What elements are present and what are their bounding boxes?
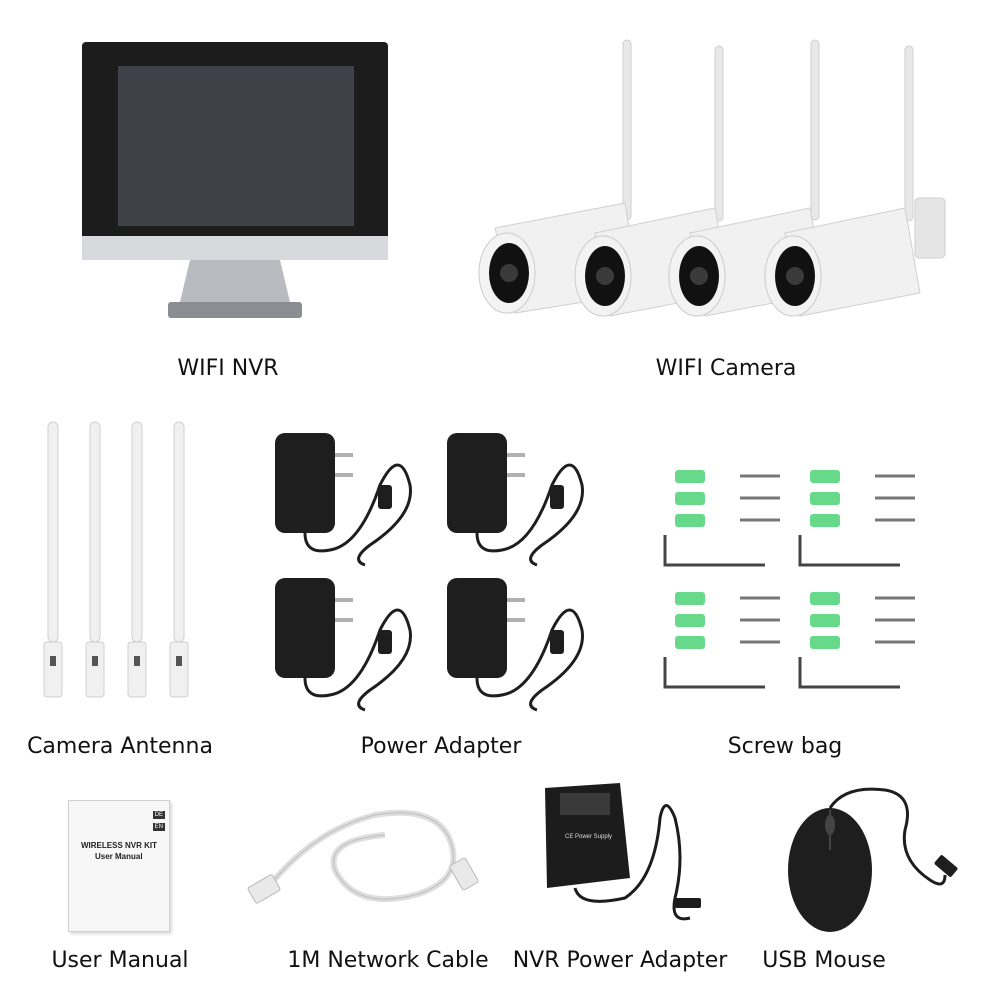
label-wifi-camera: WIFI Camera [655,356,797,381]
manual-lang-tab-de: DE [152,811,165,819]
label-network-cable: 1M Network Cable [287,948,489,973]
screw-set [663,470,780,567]
user-manual-image: DE EN WIRELESS NVR KIT User Manual [68,800,170,932]
label-usb-mouse: USB Mouse [762,948,886,973]
power-adapter-image [275,433,584,712]
manual-title-line1: WIRELESS NVR KIT [81,841,158,850]
screw-bag-image [663,470,915,689]
label-camera-antenna: Camera Antenna [27,734,213,759]
nvr-power-adapter-image: CE Power Supply [545,783,701,921]
wifi-camera-image [478,39,946,317]
nvr-adapter-print: CE Power Supply [565,834,612,840]
adapter-unit [275,433,412,567]
label-user-manual: User Manual [51,948,189,973]
camera-unit-4 [764,45,946,317]
manual-lang-tab-en: EN [152,823,165,831]
label-wifi-nvr: WIFI NVR [177,356,279,381]
camera-antenna-image [43,421,189,698]
wifi-nvr-image [82,42,388,318]
manual-title-line2: User Manual [95,852,143,861]
label-nvr-power-adapter: NVR Power Adapter [512,948,728,973]
network-cable-image [247,809,479,904]
label-power-adapter: Power Adapter [360,734,522,759]
usb-mouse-image [788,787,958,932]
label-screw-bag: Screw bag [727,734,843,759]
